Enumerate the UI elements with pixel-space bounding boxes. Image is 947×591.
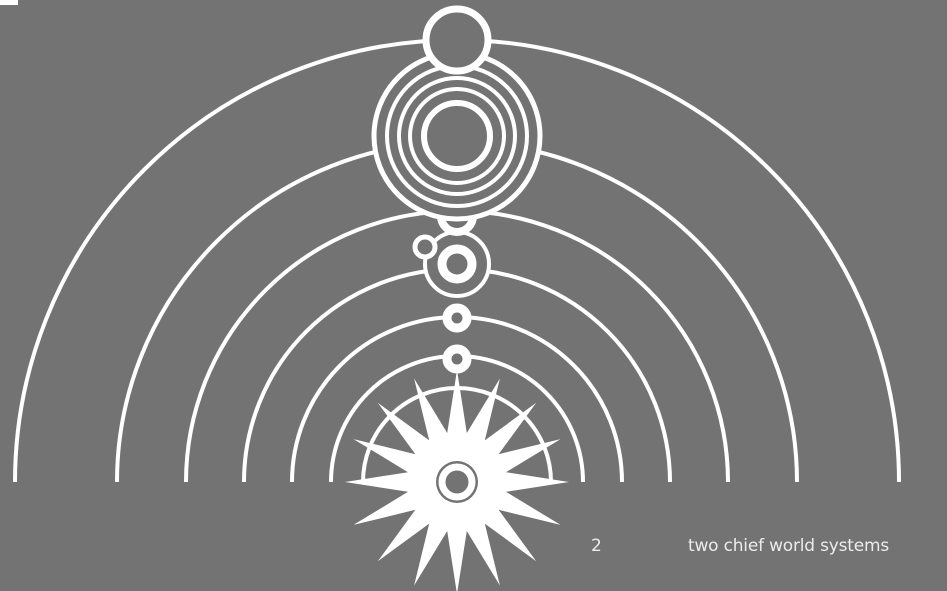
slide-title: two chief world systems [688, 536, 889, 556]
corner-mark [0, 0, 18, 5]
saturn-rings-icon [374, 53, 540, 219]
planet-icon [447, 308, 467, 328]
sun-icon [345, 370, 569, 591]
planet-icon [447, 349, 467, 369]
moon-icon [415, 237, 435, 257]
page-number: 2 [591, 536, 602, 556]
planet-icon [426, 9, 488, 71]
planets [374, 9, 540, 369]
planet-icon [442, 249, 472, 279]
